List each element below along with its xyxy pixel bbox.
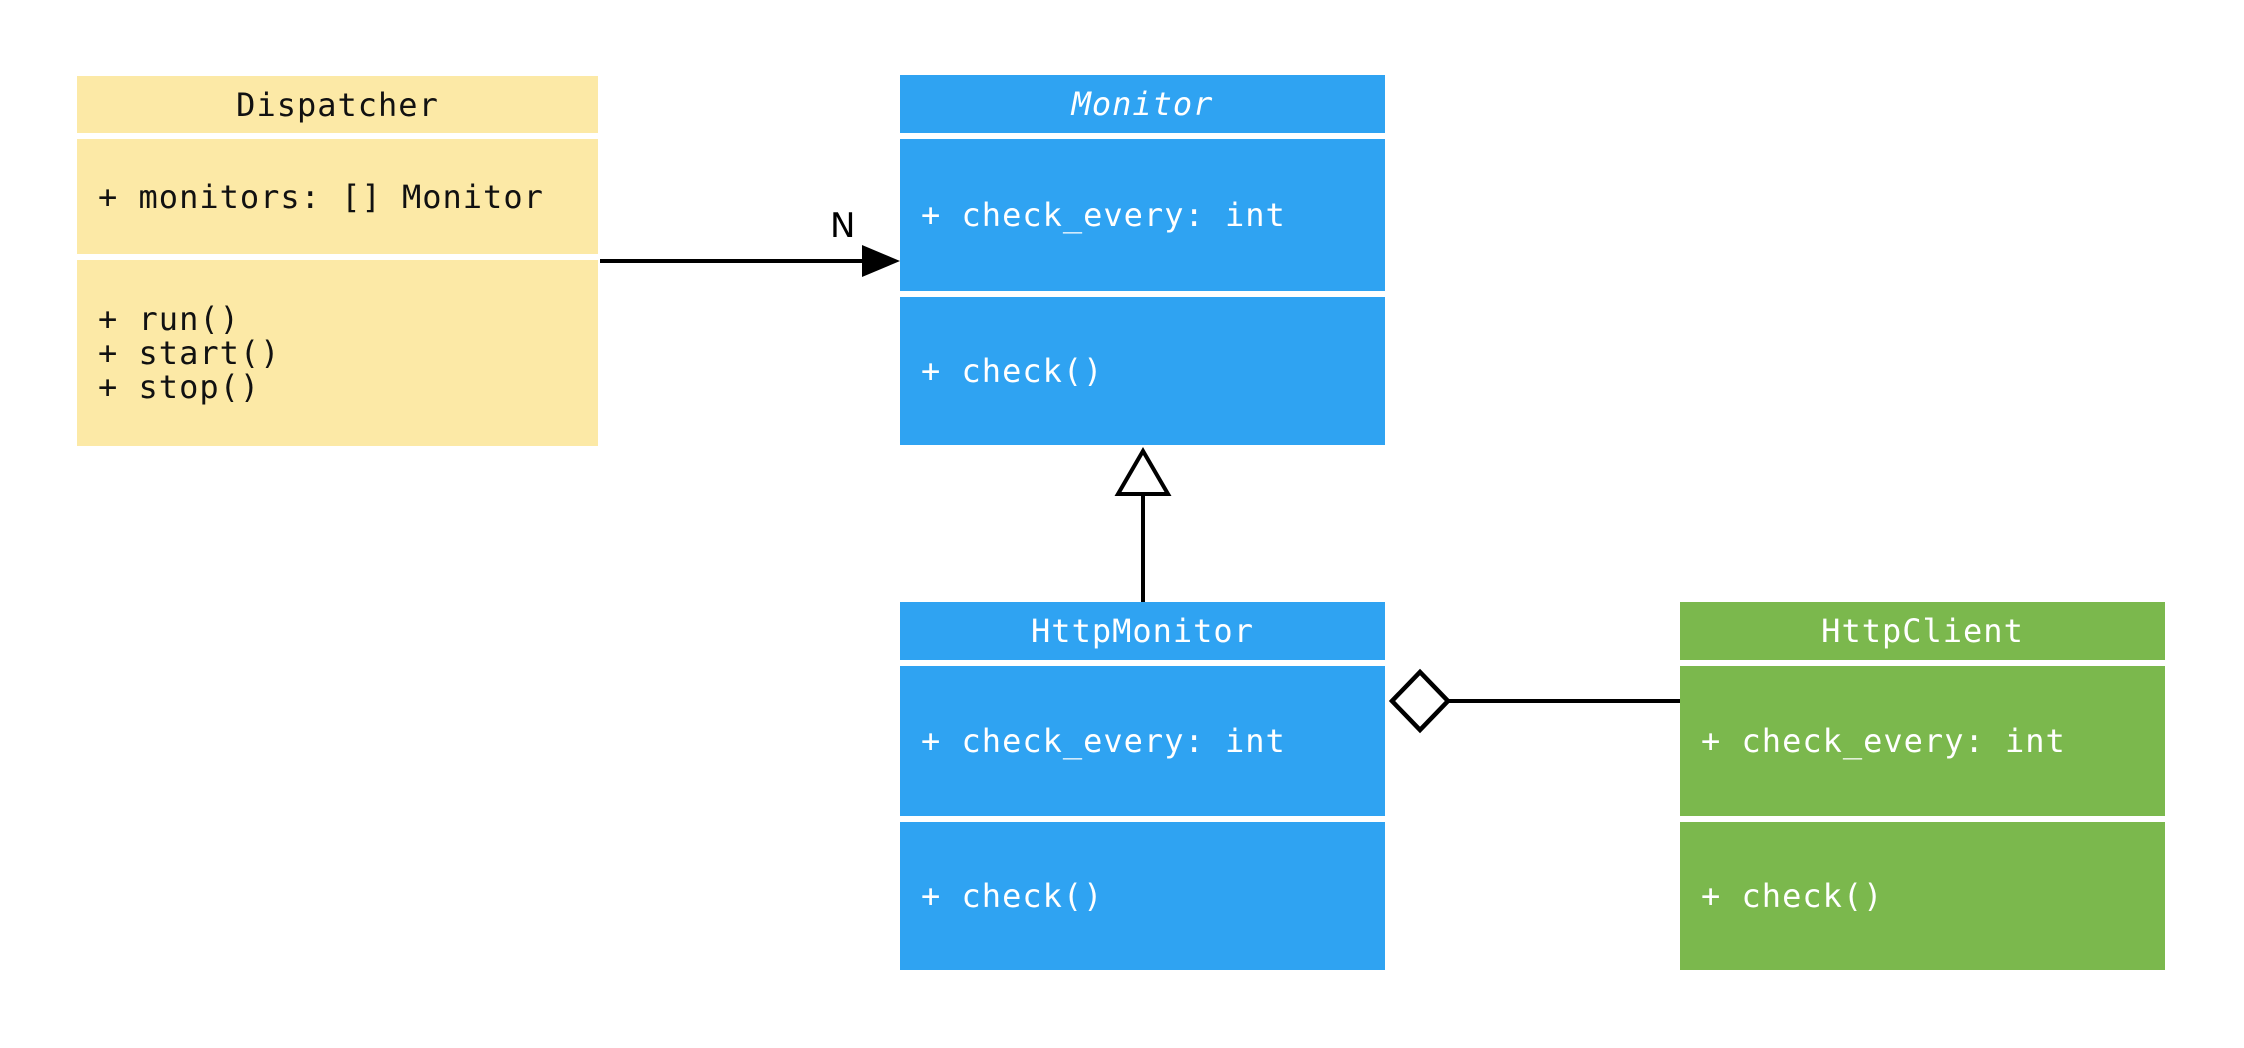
- class-box-httpclient: HttpClient + check_every: int + check(): [1680, 602, 2165, 970]
- aggregation-diamond: [1388, 668, 1452, 734]
- class-box-httpmonitor: HttpMonitor + check_every: int + check(): [900, 602, 1385, 970]
- method-row: + check(): [921, 352, 1104, 390]
- association-arrowhead: [862, 245, 900, 277]
- attributes-compartment: + check_every: int: [900, 139, 1385, 291]
- class-title: Dispatcher: [77, 76, 598, 133]
- class-box-dispatcher: Dispatcher + monitors: [] Monitor + run(…: [77, 76, 598, 446]
- attribute-row: + check_every: int: [921, 722, 1286, 760]
- class-box-monitor: Monitor + check_every: int + check(): [900, 75, 1385, 445]
- inheritance-triangle: [1114, 447, 1172, 496]
- multiplicity-label: N: [830, 206, 856, 246]
- method-row: + start(): [98, 334, 281, 372]
- attribute-row: + check_every: int: [1701, 722, 2066, 760]
- method-row: + check(): [921, 877, 1104, 915]
- attribute-row: + monitors: [] Monitor: [98, 177, 544, 216]
- method-row: + stop(): [98, 368, 261, 406]
- attribute-row: + check_every: int: [921, 196, 1286, 234]
- methods-compartment: + check(): [900, 822, 1385, 970]
- methods-compartment: + check(): [1680, 822, 2165, 970]
- method-row: + check(): [1701, 877, 1884, 915]
- attributes-compartment: + check_every: int: [1680, 666, 2165, 816]
- class-title: HttpMonitor: [900, 602, 1385, 660]
- class-title: HttpClient: [1680, 602, 2165, 660]
- methods-compartment: + check(): [900, 297, 1385, 445]
- methods-compartment: + run() + start() + stop(): [77, 260, 598, 446]
- attributes-compartment: + check_every: int: [900, 666, 1385, 816]
- attributes-compartment: + monitors: [] Monitor: [77, 139, 598, 254]
- class-title: Monitor: [900, 75, 1385, 133]
- method-row: + run(): [98, 300, 240, 338]
